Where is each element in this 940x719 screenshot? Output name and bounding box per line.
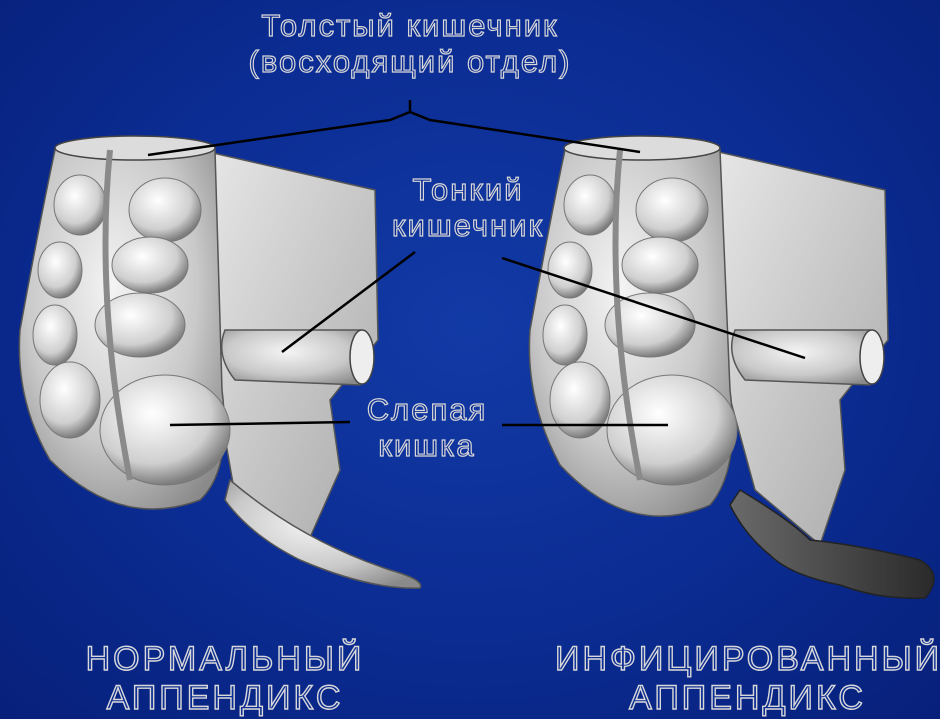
normal-specimen (19, 136, 420, 588)
label-small-intestine: Тонкий кишечник (378, 172, 558, 243)
caption-infected-appendix: ИНФИЦИРОВАННЫЙ АППЕНДИКС (555, 640, 940, 718)
ileum-left (222, 330, 368, 385)
label-small-intestine-line2: кишечник (378, 208, 558, 244)
label-small-intestine-line1: Тонкий (378, 172, 558, 208)
caption-normal-appendix: НОРМАЛЬНЫЙ АППЕНДИКС (40, 640, 410, 718)
caption-infected-line2: АППЕНДИКС (555, 679, 940, 718)
caption-normal-line2: АППЕНДИКС (40, 679, 410, 718)
caption-infected-line1: ИНФИЦИРОВАННЫЙ (555, 640, 940, 679)
label-cecum-line1: Слепая (352, 392, 502, 428)
label-cecum: Слепая кишка (352, 392, 502, 463)
infected-specimen (529, 136, 934, 598)
label-large-intestine-line1: Толстый кишечник (200, 8, 620, 44)
caption-normal-line1: НОРМАЛЬНЫЙ (40, 640, 410, 679)
label-large-intestine: Толстый кишечник (восходящий отдел) (200, 8, 620, 79)
label-cecum-line2: кишка (352, 428, 502, 464)
label-large-intestine-line2: (восходящий отдел) (200, 44, 620, 80)
colon-opening-right (564, 136, 720, 160)
